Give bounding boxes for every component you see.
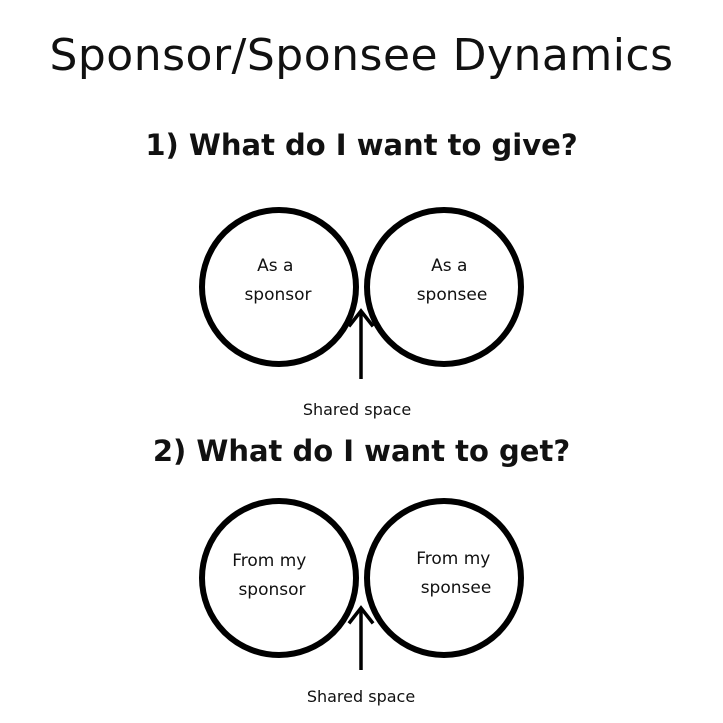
shared-space-label: Shared space <box>303 400 411 419</box>
venn-label-right-line2: sponsee <box>417 285 488 305</box>
venn-label-left-line2: sponsor <box>238 580 305 600</box>
shared-space-arrow-head <box>347 308 375 328</box>
venn-circle-right <box>364 498 524 658</box>
shared-space-label: Shared space <box>307 687 415 706</box>
venn-diagram-give: As a sponsor As a sponsee Shared space <box>199 207 524 419</box>
venn-label-right-line1: As a <box>431 256 467 276</box>
venn-label-right: As a sponsee <box>417 256 488 305</box>
venn-label-right: From my sponsee <box>416 549 496 598</box>
page-title: Sponsor/Sponsee Dynamics <box>49 30 674 81</box>
venn-circle-left <box>199 207 359 367</box>
venn-diagram-get: From my sponsor From my sponsee Shared s… <box>199 498 524 706</box>
venn-label-left-line2: sponsor <box>244 285 311 305</box>
question-give: 1) What do I want to give? <box>145 128 578 162</box>
question-get: 2) What do I want to get? <box>152 434 571 468</box>
venn-label-right-line1: From my <box>416 549 490 569</box>
shared-space-arrow-head <box>347 605 375 625</box>
venn-label-left: As a sponsor <box>244 256 311 305</box>
venn-label-right-line2: sponsee <box>421 578 492 598</box>
venn-label-left-line1: From my <box>232 551 306 571</box>
venn-circle-right <box>364 207 524 367</box>
venn-label-left-line1: As a <box>257 256 293 276</box>
venn-circle-left <box>199 498 359 658</box>
venn-label-left: From my sponsor <box>232 551 312 600</box>
